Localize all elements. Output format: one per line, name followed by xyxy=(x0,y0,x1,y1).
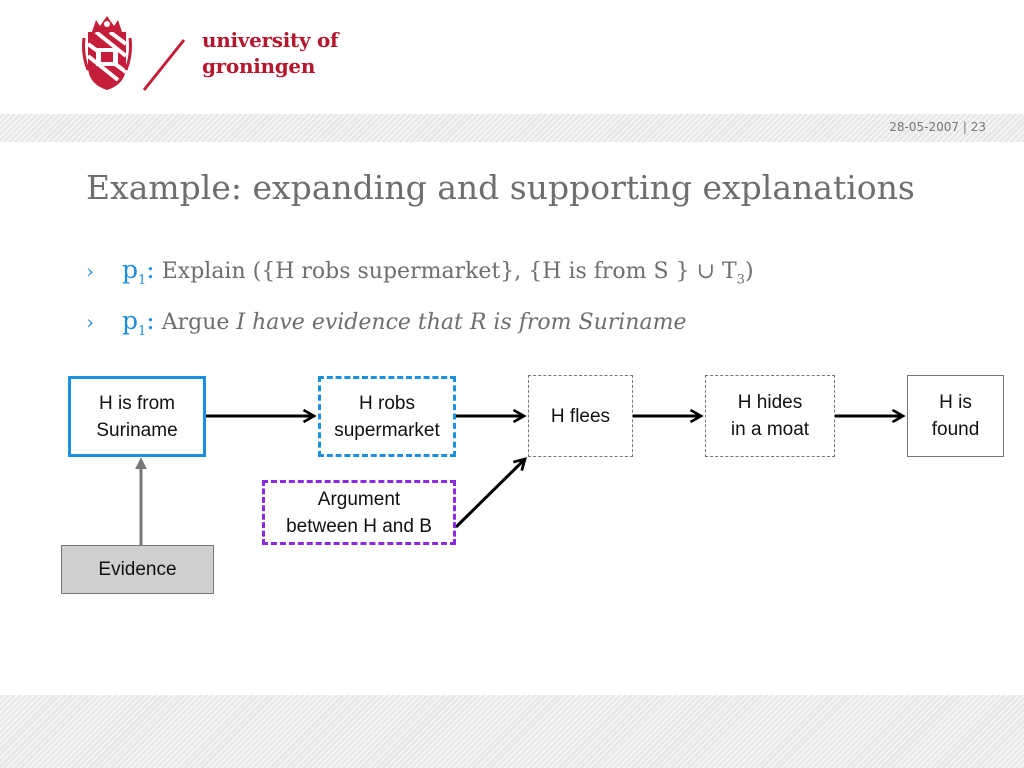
bullet-text-subscript: 3 xyxy=(736,272,745,288)
proposition-subscript: 1 xyxy=(138,324,147,339)
header-band xyxy=(0,114,1024,142)
university-logo xyxy=(82,16,186,91)
node-h-flees: H flees xyxy=(528,375,633,457)
node-argument-between-h-and-b: Argument between H and B xyxy=(262,480,456,545)
node-h-robs-supermarket: H robs supermarket xyxy=(318,376,456,457)
meta-separator: | xyxy=(962,120,967,134)
node-h-is-from-suriname: H is from Suriname xyxy=(68,376,206,457)
proposition-label: p1 xyxy=(122,306,146,339)
proposition-letter: p xyxy=(122,306,139,335)
bullet-text-italic: I have evidence that R is from Suriname xyxy=(236,310,687,335)
wordmark-line-2: groningen xyxy=(202,54,316,78)
proposition-colon: : xyxy=(146,255,155,284)
node-h-hides-in-a-moat: H hides in a moat xyxy=(705,375,835,457)
node-h-is-found: H is found xyxy=(907,375,1004,457)
footer-band xyxy=(0,695,1024,768)
bullet-text: Explain ({H robs supermarket}, {H is fro… xyxy=(154,259,737,284)
bullet-marker-icon: › xyxy=(86,259,94,283)
slide-date: 28-05-2007 xyxy=(889,120,960,134)
arrow-argument-to-flees xyxy=(454,457,527,529)
proposition-letter: p xyxy=(122,255,139,284)
proposition-subscript: 1 xyxy=(138,273,147,288)
bullet-text-end: ) xyxy=(744,259,754,284)
proposition-colon: : xyxy=(146,306,155,335)
node-evidence: Evidence xyxy=(61,545,214,594)
bullet-marker-icon: › xyxy=(86,310,94,334)
slide-number: 23 xyxy=(970,120,986,134)
logo-divider xyxy=(142,39,186,91)
wordmark-line-1: university of xyxy=(202,28,339,52)
bullet-text: Argue xyxy=(154,310,237,335)
proposition-label: p1 xyxy=(122,255,146,288)
coat-of-arms-icon xyxy=(82,16,132,90)
bullet-item: › p1: Explain ({H robs supermarket}, {H i… xyxy=(86,255,754,288)
slide-title: Example: expanding and supporting explan… xyxy=(86,168,915,207)
university-wordmark: university of groningen xyxy=(202,27,339,79)
bullet-item: › p1: Argue I have evidence that R is fro… xyxy=(86,306,686,339)
slide-meta: 28-05-2007 | 23 xyxy=(889,120,986,134)
